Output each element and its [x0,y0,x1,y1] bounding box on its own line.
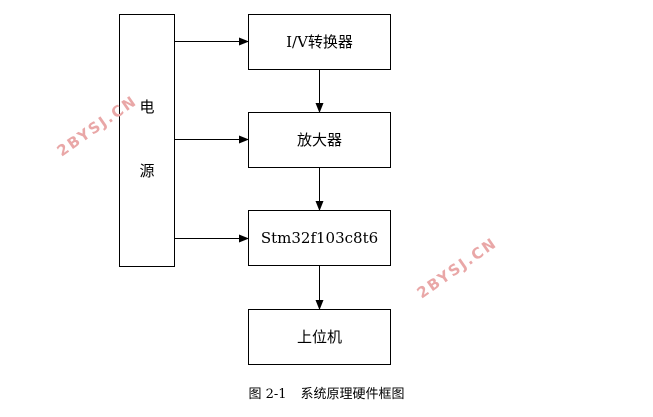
host-computer-block [248,309,391,365]
host-computer-label: 上位机 [297,328,342,346]
figure-number: 图 2-1 [248,387,287,402]
watermark-right: 2BYSJ.CN [414,234,501,302]
amplifier-label: 放大器 [297,131,342,149]
power-supply-char-2: 源 [139,162,154,180]
power-supply-block [119,14,175,267]
power-supply-char-1: 电 [139,98,154,116]
figure-title: 系统原理硬件框图 [300,387,405,402]
figure-caption: 图 2-1 系统原理硬件框图 [0,383,653,402]
mcu-label: Stm32f103c8t6 [261,229,378,247]
iv-converter-block [248,14,391,70]
amplifier-block [248,112,391,168]
iv-converter-label: I/V转换器 [286,33,353,51]
